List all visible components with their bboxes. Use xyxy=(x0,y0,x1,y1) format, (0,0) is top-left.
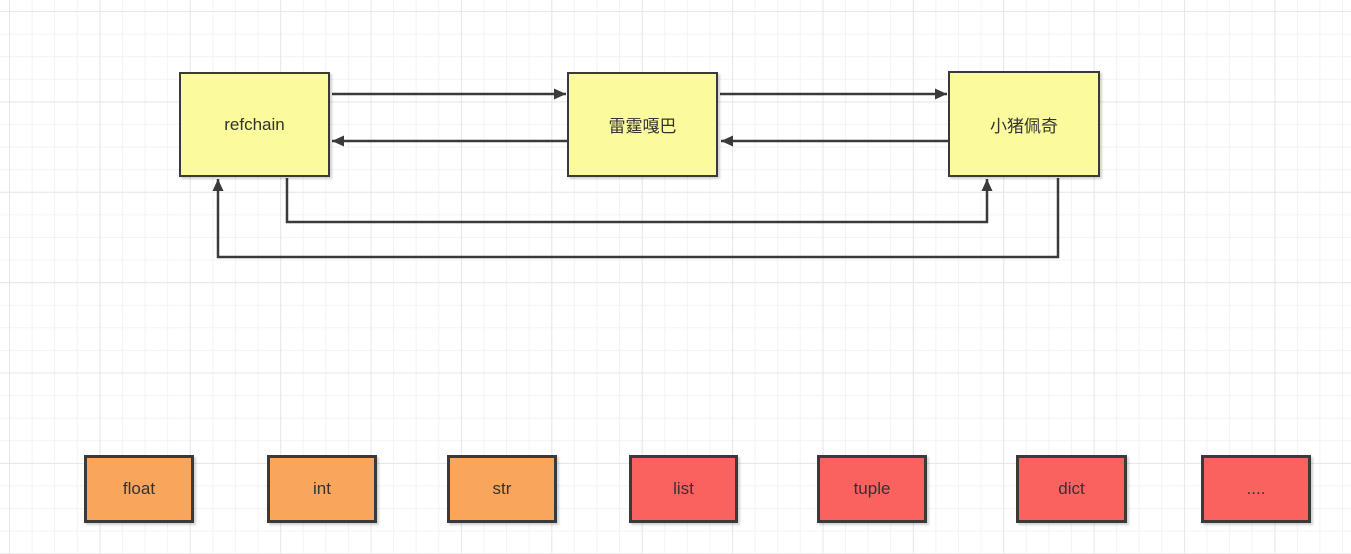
type-box-str[interactable]: str xyxy=(447,455,557,523)
type-box-label: .... xyxy=(1246,479,1266,498)
type-box-label: list xyxy=(673,479,694,498)
type-box-float[interactable]: float xyxy=(84,455,194,523)
type-box-ellipsis[interactable]: .... xyxy=(1201,455,1311,523)
type-box-label: dict xyxy=(1058,479,1085,498)
node-label: 雷霆嘎巴 xyxy=(608,117,677,136)
edge-peppa-to-refchain-bottom[interactable] xyxy=(212,178,1060,259)
type-box-label: int xyxy=(313,479,331,498)
type-box-label: tuple xyxy=(853,479,891,498)
node-label: 小猪佩奇 xyxy=(990,116,1058,136)
edge-refchain-to-peppa-bottom[interactable] xyxy=(285,178,993,224)
node-refchain[interactable]: refchain xyxy=(179,72,330,177)
node-xiaozhu-peiqi[interactable]: 小猪佩奇 xyxy=(948,71,1100,177)
node-leiting-gaba[interactable]: 雷霆嘎巴 xyxy=(567,72,718,177)
type-box-tuple[interactable]: tuple xyxy=(817,455,927,523)
type-box-dict[interactable]: dict xyxy=(1016,455,1127,523)
type-box-label: str xyxy=(492,479,512,498)
type-box-int[interactable]: int xyxy=(267,455,377,523)
type-box-list[interactable]: list xyxy=(629,455,738,523)
node-label: refchain xyxy=(224,114,285,134)
type-box-label: float xyxy=(122,479,156,498)
